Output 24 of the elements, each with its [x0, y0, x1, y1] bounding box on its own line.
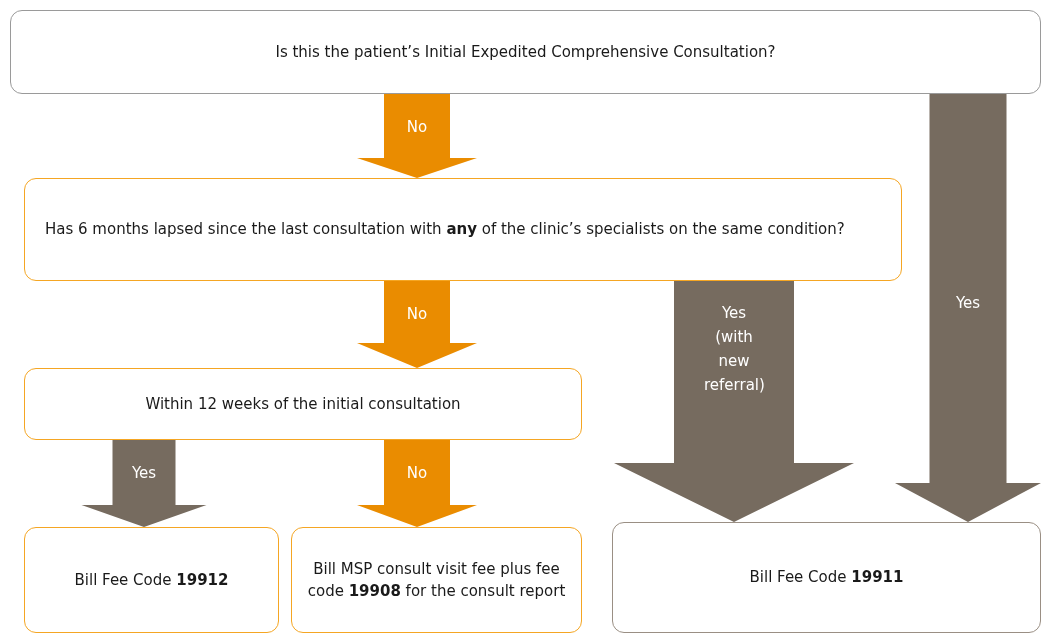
edge-label: No	[405, 304, 429, 325]
result-box	[24, 527, 279, 633]
arrow	[357, 94, 477, 178]
edge-label: Yes	[954, 293, 982, 314]
decision-box	[24, 368, 582, 440]
node-text: Bill Fee Code 19912	[74, 569, 229, 591]
arrow	[357, 281, 477, 368]
arrow	[357, 440, 477, 527]
node-text: Bill Fee Code 19911	[749, 567, 904, 589]
node-text: Within 12 weeks of the initial consultation	[145, 393, 461, 415]
arrow	[81, 440, 207, 527]
result-box	[291, 527, 582, 633]
node-text: Is this the patient’s Initial Expedited Comprehensive Consultation?	[275, 41, 776, 63]
node-text: Has 6 months lapsed since the last consultation with any of the clinic’s specialists on the same condition?	[45, 219, 845, 241]
node-text: Bill MSP consult visit fee plus fee code 19908 for the consult report	[306, 558, 567, 602]
edge-label: No	[405, 117, 429, 138]
decision-box	[10, 10, 1041, 94]
arrow	[614, 281, 854, 522]
edge-label: Yes (with new referral)	[704, 303, 764, 396]
result-box	[612, 522, 1041, 633]
edge-label: Yes	[130, 463, 158, 484]
arrow	[895, 94, 1041, 522]
decision-box	[24, 178, 902, 281]
edge-label: No	[405, 463, 429, 484]
